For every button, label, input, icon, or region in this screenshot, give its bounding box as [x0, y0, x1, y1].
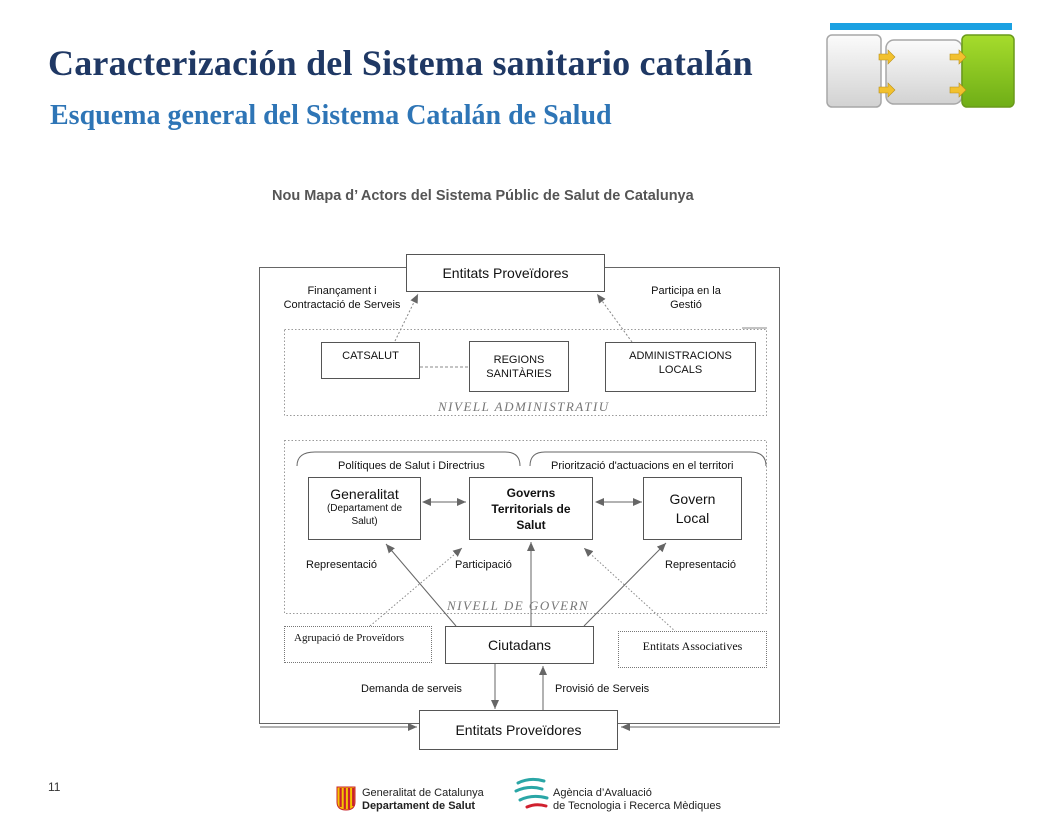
nivell-govern-label: NIVELL DE GOVERN: [447, 598, 590, 612]
generalitat-logo-icon: [336, 786, 356, 811]
participacio-label: Participació: [455, 559, 512, 571]
representacio-left-label: Representació: [306, 559, 377, 571]
nivell-administratiu-label: NIVELL ADMINISTRATIU: [438, 399, 610, 414]
entitats-proveidores-top-box: Entitats Proveïdores: [406, 254, 605, 292]
page-number: 11: [48, 780, 61, 794]
entitats-associatives-box: Entitats Associatives: [618, 631, 767, 668]
provisio-serveis-label: Provisió de Serveis: [555, 683, 650, 695]
page-subtitle: Esquema general del Sistema Catalán de S…: [50, 100, 612, 131]
agencia-text: Agència d’Avaluació de Tecnologia i Rece…: [553, 787, 721, 812]
process-logo-icon: [826, 23, 1015, 108]
prioritzacio-label: Priorització d'actuacions en el territor…: [551, 460, 734, 472]
agrupacio-proveidors-box: Agrupació de Proveïdors: [284, 626, 432, 663]
politiques-label: Polítiques de Salut i Directrius: [338, 460, 485, 472]
diagram-title: Nou Mapa d’ Actors del Sistema Públic de…: [272, 188, 694, 204]
catsalut-box: CATSALUT: [321, 342, 420, 379]
representacio-right-label: Representació: [665, 559, 736, 571]
demanda-serveis-label: Demanda de serveis: [361, 683, 462, 695]
ciutadans-box: Ciutadans: [445, 626, 594, 664]
generalitat-text: Generalitat de Catalunya Departament de …: [362, 787, 484, 812]
entitats-proveidores-bottom-box: Entitats Proveïdores: [419, 710, 618, 750]
page-title: Caracterización del Sistema sanitario ca…: [48, 43, 753, 83]
aquas-logo-icon: [514, 777, 549, 809]
generalitat-box: Generalitat (Departament de Salut): [308, 477, 421, 540]
